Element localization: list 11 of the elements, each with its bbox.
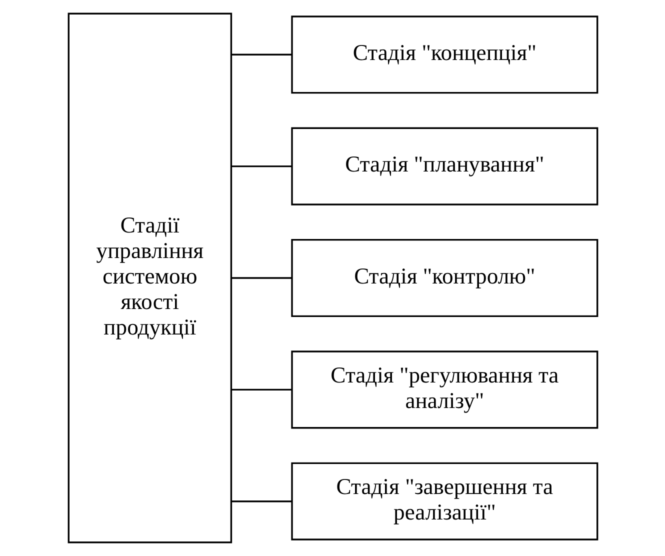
connector [230,54,292,56]
node-box: Стадії управління системою якості продукції [67,12,232,544]
node-box: Стадія "контролю" [290,238,598,318]
node-box: Стадія "планування" [290,127,598,206]
connector [230,277,292,279]
connector [230,388,292,391]
node-box: Стадія "регулювання та аналізу" [290,350,598,429]
node-box: Стадія "завершення та реалізації" [290,462,598,540]
node-box: Стадія "концепція" [290,16,598,94]
connector [230,500,292,502]
connector [230,165,292,168]
